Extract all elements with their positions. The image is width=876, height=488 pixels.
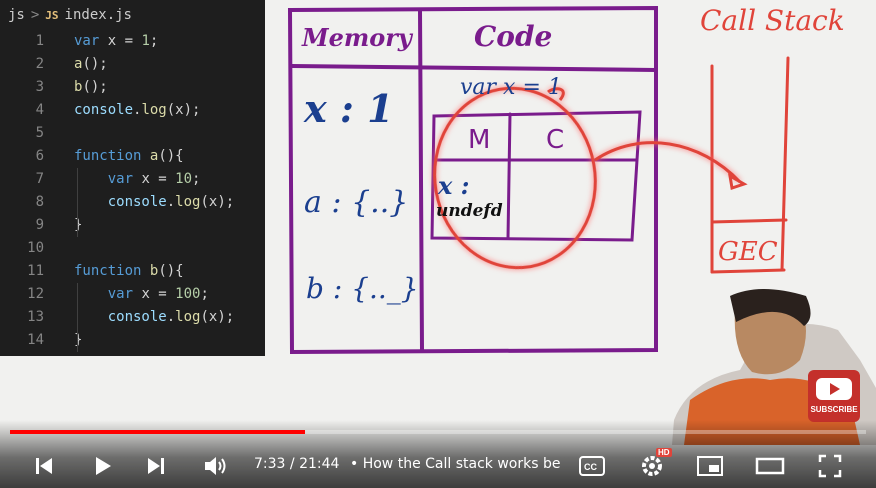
volume-icon	[205, 457, 226, 475]
code-line: 11 function b(){	[0, 260, 265, 283]
code-line: 4 console.log(x);	[0, 99, 265, 122]
miniplayer-icon	[697, 456, 723, 476]
title-bullet: •	[350, 456, 359, 472]
code-line: 6 function a(){	[0, 145, 265, 168]
memory-x-entry: x : 1	[303, 86, 394, 131]
line-number: 14	[27, 332, 44, 348]
line-number: 1	[35, 33, 44, 49]
breadcrumb-root[interactable]: js	[8, 7, 25, 23]
line-number: 7	[35, 171, 44, 187]
breadcrumb: js > JS index.js	[0, 0, 265, 30]
line-source: function b(){	[74, 263, 184, 279]
subscribe-logo-icon	[808, 370, 860, 422]
line-number: 2	[35, 56, 44, 72]
breadcrumb-file[interactable]: index.js	[64, 7, 132, 23]
volume-button[interactable]	[196, 446, 236, 486]
gear-icon	[642, 456, 662, 476]
execution-context-frame	[287, 5, 658, 355]
code-line: 3 b();	[0, 76, 265, 99]
progress-played	[10, 430, 306, 434]
line-source: a();	[74, 56, 108, 72]
js-file-icon: JS	[45, 8, 59, 22]
line-number: 12	[27, 286, 44, 302]
captions-button[interactable]: CC	[572, 446, 612, 486]
subscribe-watermark[interactable]: SUBSCRIBE	[808, 370, 860, 422]
next-button[interactable]	[138, 446, 174, 486]
gec-label: GEC	[718, 237, 778, 267]
memory-a-entry: a : {..}	[304, 185, 408, 220]
code-line: 1 var x = 1;	[0, 30, 265, 53]
line-number: 4	[35, 102, 44, 118]
line-number: 3	[35, 79, 44, 95]
line-source: }	[74, 332, 83, 348]
previous-button[interactable]	[26, 446, 62, 486]
progress-bar[interactable]	[10, 430, 866, 434]
hd-badge: HD	[656, 448, 672, 457]
inner-undefined-label: undefd	[436, 201, 503, 221]
current-time: 7:33	[254, 456, 286, 472]
fullscreen-icon	[818, 454, 842, 478]
call-stack-drawing	[710, 56, 790, 274]
subscribe-label: SUBSCRIBE	[810, 405, 858, 414]
skip-previous-icon	[36, 458, 52, 474]
line-source: function a(){	[74, 148, 184, 164]
indent-guide	[77, 168, 78, 237]
call-stack-title: Call Stack	[700, 4, 845, 37]
line-source: console.log(x);	[107, 194, 235, 210]
line-source: var x = 10;	[107, 171, 201, 187]
line-source: }	[74, 217, 83, 233]
chapter-title: How the Call stack works be	[362, 456, 560, 472]
line-source: var x = 100;	[107, 286, 209, 302]
code-line: 7 var x = 10;	[0, 168, 265, 191]
theater-mode-button[interactable]	[750, 446, 790, 486]
line-source: console.log(x);	[74, 102, 201, 118]
code-line: 8 console.log(x);	[0, 191, 265, 214]
fullscreen-button[interactable]	[810, 446, 850, 486]
code-line: 10	[0, 237, 265, 260]
code-line: 9}	[0, 214, 265, 237]
inner-memory-label: M	[468, 125, 490, 155]
line-number: 6	[35, 148, 44, 164]
indent-guide	[77, 283, 78, 352]
highlight-circle	[433, 86, 748, 270]
time-display: 7:33 / 21:44	[254, 456, 339, 472]
play-button[interactable]	[84, 446, 120, 486]
miniplayer-button[interactable]	[690, 446, 730, 486]
code-line: 12 var x = 100;	[0, 283, 265, 306]
line-number: 9	[35, 217, 44, 233]
line-number: 8	[35, 194, 44, 210]
duration: 21:44	[299, 456, 340, 472]
line-source: console.log(x);	[107, 309, 235, 325]
svg-text:CC: CC	[584, 462, 597, 472]
line-source: b();	[74, 79, 108, 95]
code-line-text: var x = 1	[460, 75, 562, 100]
video-title-chapter[interactable]: • How the Call stack works be	[350, 456, 560, 472]
theater-icon	[755, 457, 785, 475]
code-line: 5	[0, 122, 265, 145]
settings-button[interactable]: HD	[632, 446, 672, 486]
line-number: 5	[35, 125, 44, 141]
line-source: var x = 1;	[74, 33, 159, 49]
skip-next-icon	[148, 458, 164, 474]
code-editor: js > JS index.js 1 var x = 1; 2 a(); 3 b(); 4 c…	[0, 0, 265, 356]
line-number: 11	[27, 263, 44, 279]
captions-icon: CC	[579, 456, 605, 476]
line-number: 10	[27, 240, 44, 256]
line-number: 13	[27, 309, 44, 325]
play-icon	[96, 457, 111, 475]
code-line: 13 console.log(x);	[0, 306, 265, 329]
memory-header: Memory	[301, 23, 414, 52]
code-line: 14}	[0, 329, 265, 352]
breadcrumb-separator: >	[30, 7, 40, 23]
time-separator: /	[289, 456, 295, 472]
inner-x-label: x :	[437, 171, 470, 200]
inner-code-label: C	[546, 125, 564, 155]
code-header: Code	[474, 20, 552, 53]
code-line: 2 a();	[0, 53, 265, 76]
memory-b-entry: b : {.._}	[306, 272, 419, 305]
